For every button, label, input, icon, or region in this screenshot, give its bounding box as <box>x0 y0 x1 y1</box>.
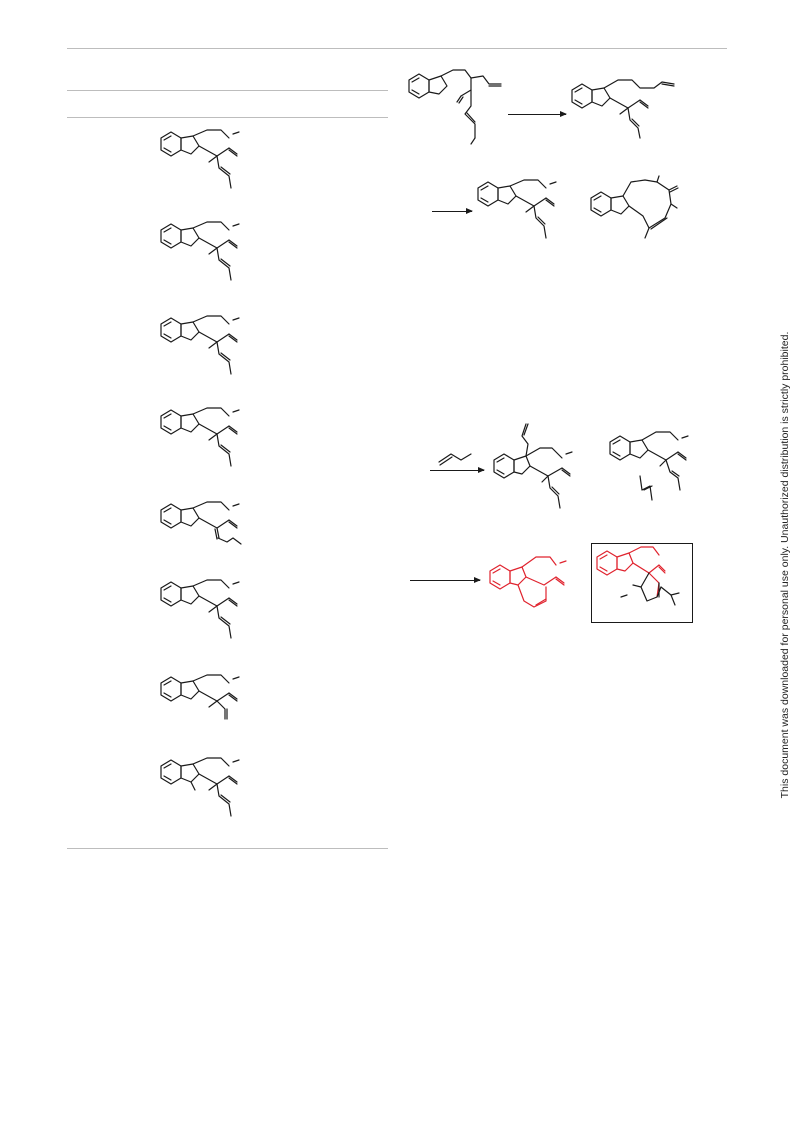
scheme-2-azocinoindole <box>590 175 679 239</box>
scheme-1-starting-material <box>408 69 502 145</box>
boxed-alkaloid-frame <box>591 543 693 623</box>
download-notice-text: This document was downloaded for persona… <box>779 331 791 799</box>
scheme-2-arrow <box>432 208 473 214</box>
scheme-2-azepinoindole <box>477 179 557 239</box>
table-structure-8 <box>160 757 240 817</box>
table-structure-1 <box>160 129 240 189</box>
table-header-rule-top <box>67 90 388 91</box>
scheme-4-boxed-alkaloid <box>596 546 680 606</box>
table-structure-7 <box>160 674 240 720</box>
table-bottom-rule <box>67 848 388 849</box>
scheme-3-propene-reagent <box>438 453 472 466</box>
scheme-3-allylated-isomer <box>609 431 689 501</box>
scheme-4-arrow <box>410 577 481 583</box>
scheme-3-allylated-product <box>493 423 573 509</box>
scheme-1-arrow <box>508 111 567 117</box>
scheme-4-highlighted-core <box>489 556 567 608</box>
table-structure-6 <box>160 579 240 639</box>
table-header-rule-bottom <box>67 117 388 118</box>
table-structure-3 <box>160 315 240 375</box>
scheme-1-product <box>571 79 675 139</box>
table-structure-5 <box>160 501 242 545</box>
table-structure-2 <box>160 221 240 281</box>
scheme-3-arrow <box>430 467 485 473</box>
top-rule <box>67 48 727 49</box>
table-structure-4 <box>160 407 240 467</box>
